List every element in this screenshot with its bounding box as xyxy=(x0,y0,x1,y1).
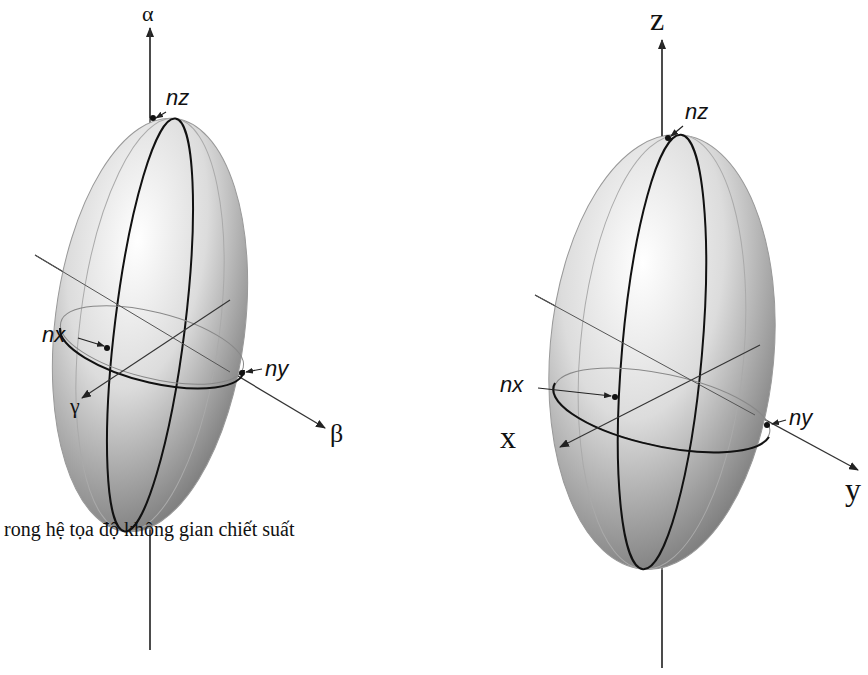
index-ellipsoid-right xyxy=(531,40,858,668)
index-label: ny xyxy=(789,406,812,430)
axis-label: y xyxy=(845,472,861,507)
index-label: nx xyxy=(500,373,523,397)
axis-label: α xyxy=(142,2,154,26)
caption: rong hệ tọa độ không gian chiết suất xyxy=(4,518,295,540)
axis-label: β xyxy=(330,420,343,449)
axis-label: z xyxy=(650,2,664,37)
index-label: nx xyxy=(42,323,65,347)
axis-label: γ xyxy=(70,394,80,418)
axis-label: x xyxy=(500,420,516,455)
index-label: nz xyxy=(166,86,189,110)
index-label: nz xyxy=(685,100,708,124)
index-ellipsoid-left xyxy=(30,28,325,650)
index-label: ny xyxy=(265,357,288,381)
